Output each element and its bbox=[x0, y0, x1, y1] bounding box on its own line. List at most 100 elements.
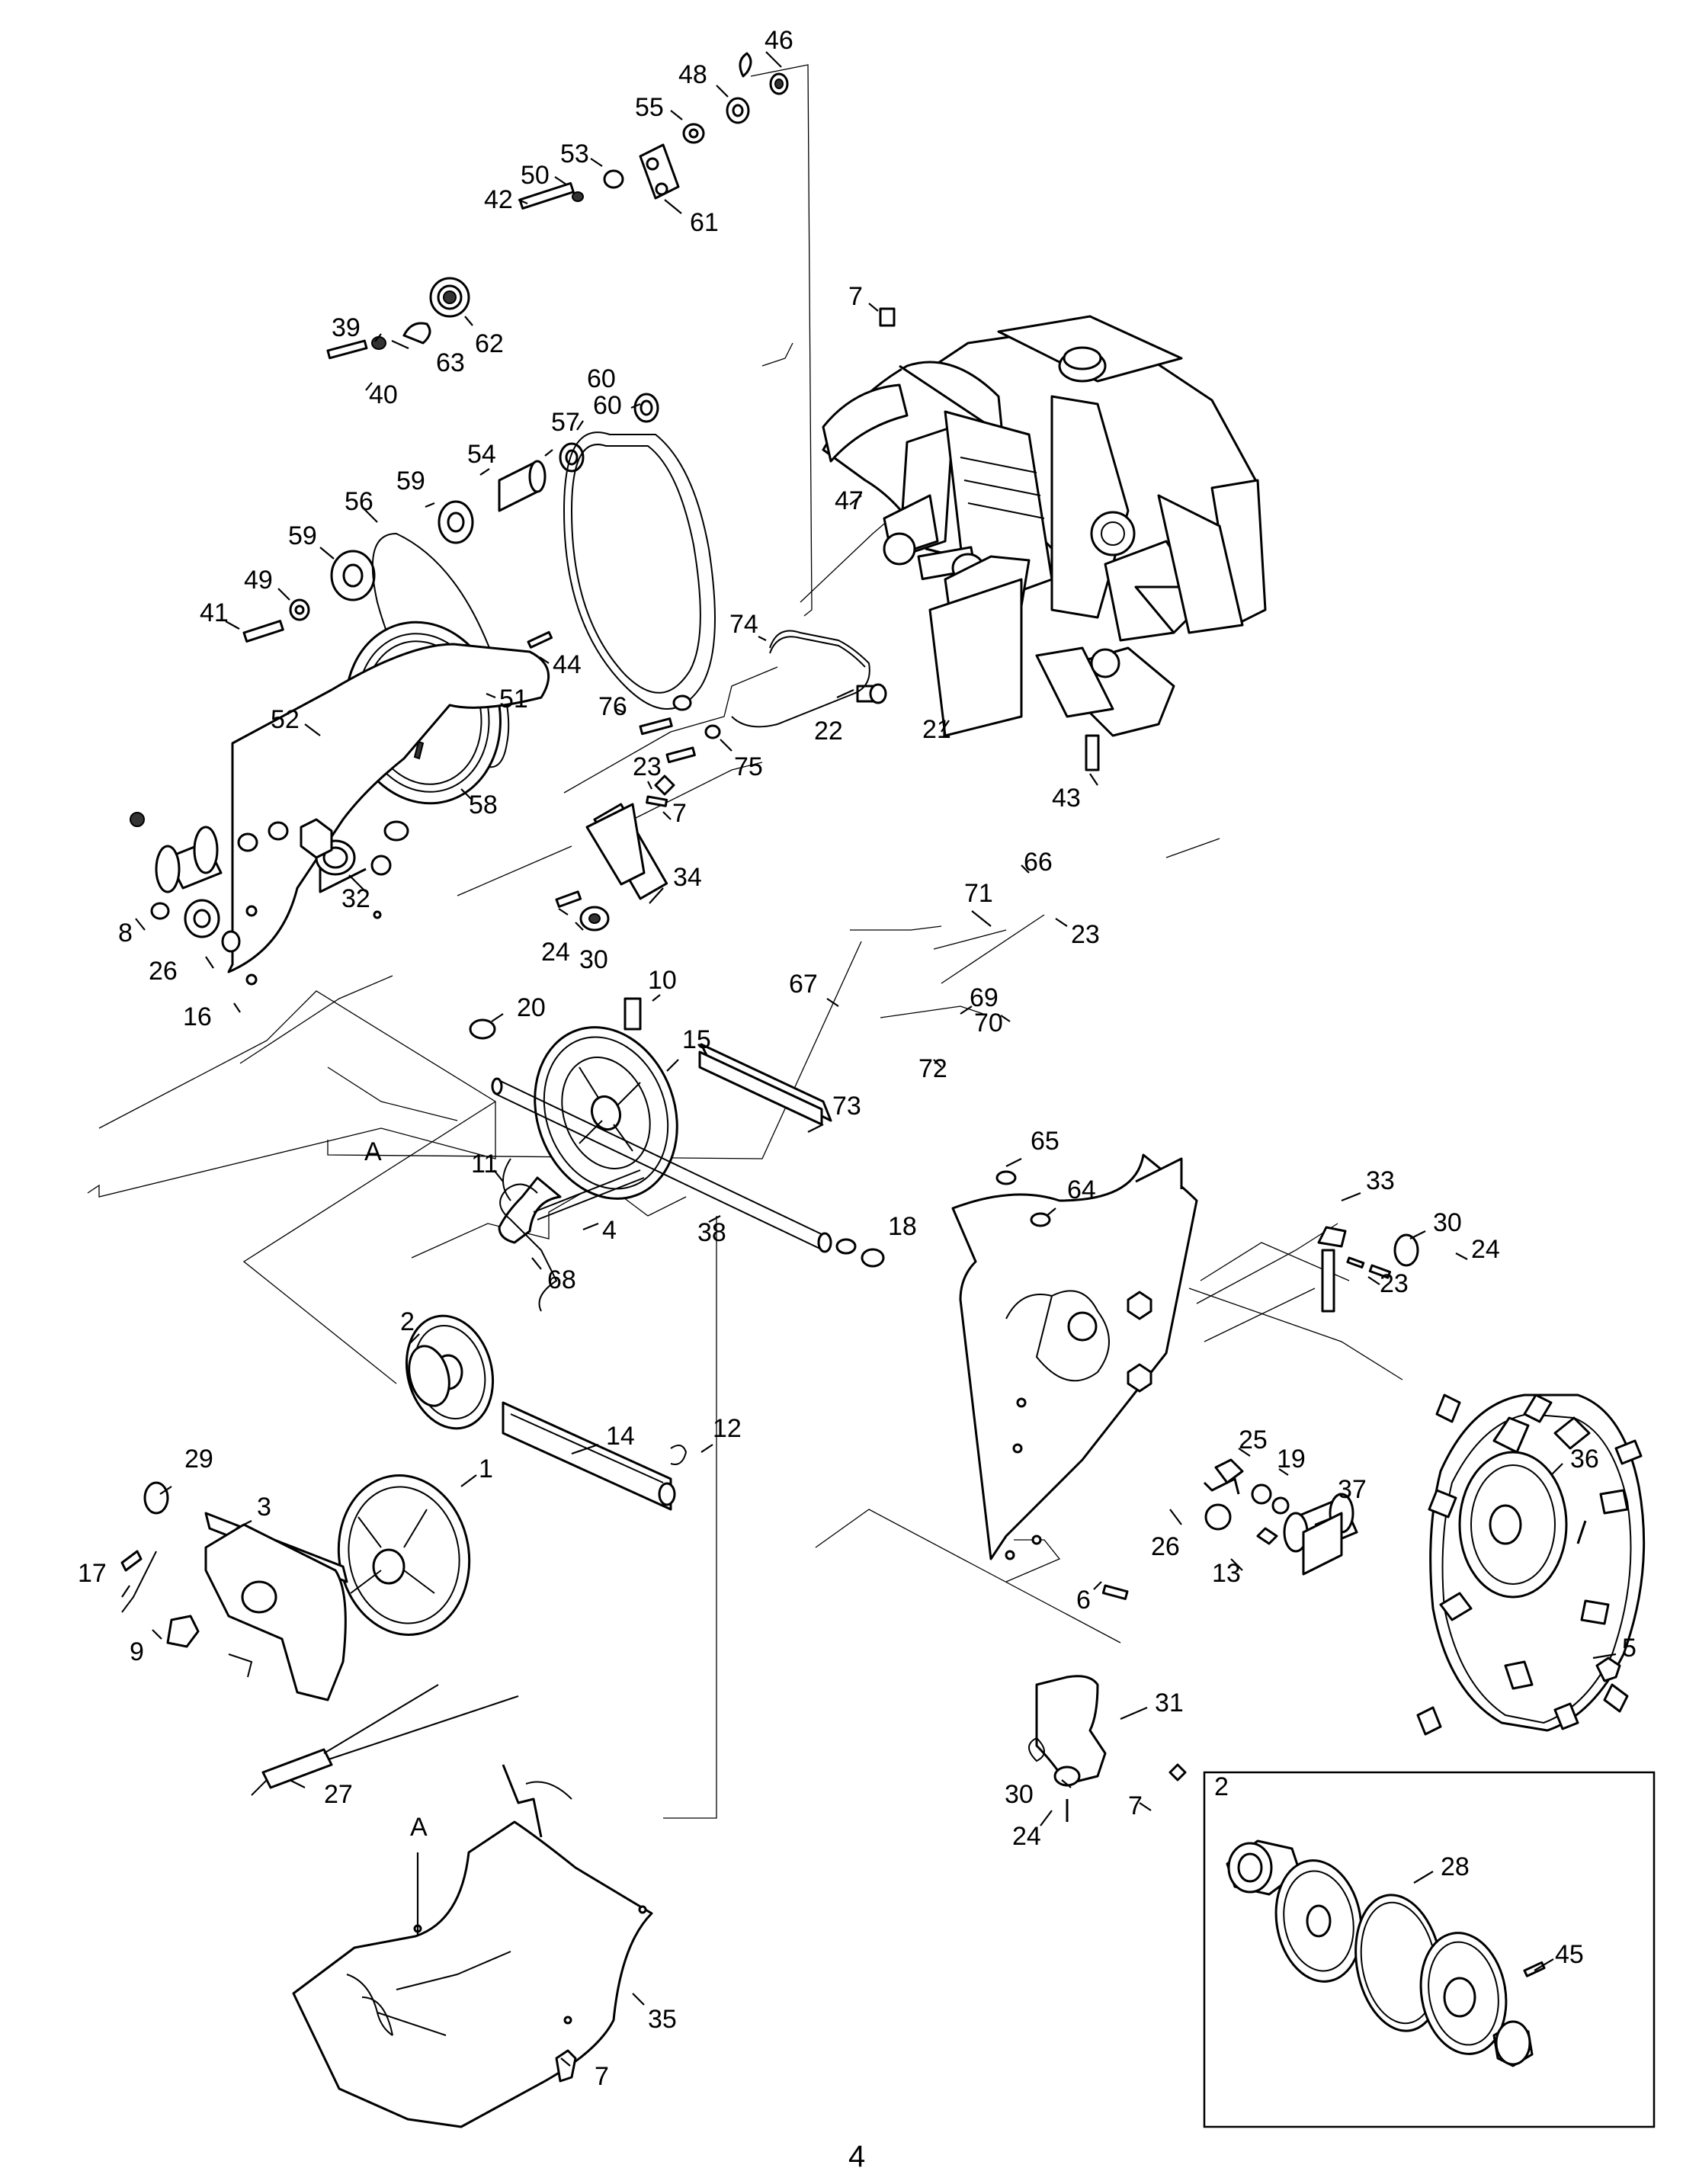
section-marker-a: A bbox=[410, 1813, 428, 1842]
callout-label: 65 bbox=[1031, 1127, 1059, 1156]
callout-label: 24 bbox=[1471, 1235, 1500, 1264]
callout-label: 49 bbox=[244, 566, 273, 595]
callout-label: 59 bbox=[288, 521, 317, 550]
callout-label: 24 bbox=[541, 938, 570, 967]
callout-label: 54 bbox=[467, 440, 496, 469]
callout-label: 23 bbox=[1071, 920, 1100, 949]
page-number: 4 bbox=[848, 2140, 865, 2173]
callout-label: 22 bbox=[814, 717, 843, 746]
callout-label: 16 bbox=[183, 1002, 212, 1031]
callout-label: 4 bbox=[602, 1216, 617, 1245]
callout-label: 48 bbox=[678, 60, 707, 89]
callout-label: 40 bbox=[369, 380, 398, 409]
callout-label: 69 bbox=[970, 983, 999, 1012]
callout-label: 34 bbox=[673, 863, 702, 892]
callout-label: 30 bbox=[579, 945, 608, 974]
callout-label: 67 bbox=[789, 970, 818, 999]
callout-label: 60 bbox=[593, 391, 622, 420]
callout-label: 9 bbox=[130, 1637, 144, 1666]
callout-label: 39 bbox=[332, 313, 361, 342]
callout-labels: 46 48 55 53 50 42 61 7 39 62 40 63 60 57… bbox=[78, 26, 1636, 2173]
callout-label: 47 bbox=[835, 486, 864, 515]
callout-label: 17 bbox=[78, 1559, 107, 1588]
callout-label: 41 bbox=[200, 598, 229, 627]
callout-label: 15 bbox=[682, 1025, 711, 1054]
callout-label: 3 bbox=[257, 1493, 271, 1522]
callout-label: 23 bbox=[1380, 1269, 1409, 1298]
callout-label: 58 bbox=[469, 791, 498, 819]
callout-label: 7 bbox=[848, 282, 863, 311]
callout-label: 33 bbox=[1366, 1166, 1395, 1195]
callout-label: 24 bbox=[1012, 1822, 1041, 1851]
callout-label: 52 bbox=[271, 705, 300, 734]
callout-label: 56 bbox=[345, 487, 373, 516]
inset-frame bbox=[1203, 1771, 1656, 2128]
callout-label: 1 bbox=[479, 1454, 493, 1483]
idler-arm-assembly bbox=[326, 52, 789, 360]
callout-label: 13 bbox=[1212, 1559, 1241, 1588]
callout-label: 12 bbox=[713, 1414, 742, 1443]
callout-label: 55 bbox=[635, 93, 664, 122]
callout-label: 10 bbox=[648, 966, 677, 995]
callout-label: 26 bbox=[1151, 1532, 1180, 1561]
callout-label: 29 bbox=[184, 1445, 213, 1474]
callout-label: 42 bbox=[484, 185, 513, 214]
callout-label: 75 bbox=[734, 752, 763, 781]
callout-label: 62 bbox=[475, 329, 504, 358]
callout-label: 25 bbox=[1239, 1426, 1268, 1454]
engine-assembly bbox=[822, 307, 1267, 771]
callout-label: 53 bbox=[560, 140, 589, 168]
callout-label: 7 bbox=[595, 2062, 609, 2091]
callout-label: 44 bbox=[553, 650, 582, 679]
callout-label: 45 bbox=[1555, 1940, 1584, 1969]
callout-label: 63 bbox=[436, 348, 465, 377]
callout-label: 27 bbox=[324, 1780, 353, 1809]
callout-label: 50 bbox=[521, 161, 550, 190]
callout-label: 57 bbox=[551, 408, 580, 437]
callout-label: 36 bbox=[1570, 1445, 1599, 1474]
callout-label: 72 bbox=[918, 1054, 947, 1083]
callout-label: 32 bbox=[341, 884, 370, 913]
callout-label: 46 bbox=[765, 26, 793, 55]
callout-label: 43 bbox=[1052, 784, 1081, 813]
callout-label: 73 bbox=[832, 1092, 861, 1121]
callout-label: 18 bbox=[888, 1212, 917, 1241]
callout-label: 23 bbox=[633, 752, 662, 781]
callout-label: 59 bbox=[396, 467, 425, 495]
callout-label: 30 bbox=[1433, 1208, 1462, 1237]
section-marker-a: A bbox=[364, 1137, 382, 1166]
callout-label: 2 bbox=[400, 1307, 415, 1336]
callout-label: 11 bbox=[471, 1150, 498, 1179]
callout-label: 37 bbox=[1338, 1475, 1367, 1504]
callout-label: 74 bbox=[729, 610, 758, 639]
callout-label: 71 bbox=[964, 879, 993, 908]
callout-label: 30 bbox=[1005, 1780, 1034, 1809]
callout-label: 5 bbox=[1622, 1634, 1636, 1663]
drive-gear-assembly bbox=[491, 997, 885, 1312]
callout-label: 66 bbox=[1024, 848, 1053, 877]
control-rod-assembly bbox=[639, 630, 870, 764]
callout-leaders bbox=[121, 51, 1617, 2067]
callout-label: 61 bbox=[690, 208, 719, 237]
callout-label: 70 bbox=[974, 1009, 1003, 1037]
wheel-assembly bbox=[1302, 1393, 1646, 1736]
callout-label: 51 bbox=[499, 685, 528, 714]
callout-label: 68 bbox=[547, 1265, 576, 1294]
callout-label: 31 bbox=[1155, 1689, 1184, 1717]
callout-label: 60 bbox=[587, 364, 616, 393]
bottom-plate-assembly bbox=[292, 1764, 653, 2128]
callout-label: 28 bbox=[1441, 1852, 1470, 1881]
callout-label: 19 bbox=[1277, 1445, 1306, 1474]
inset-label: 2 bbox=[1214, 1772, 1229, 1801]
right-side-plate-assembly bbox=[951, 1153, 1419, 1822]
callout-label: 20 bbox=[517, 993, 546, 1022]
inset-detail-2 bbox=[1203, 1771, 1656, 2128]
callout-label: 6 bbox=[1076, 1586, 1091, 1615]
callout-label: 64 bbox=[1067, 1175, 1096, 1204]
callout-label: 35 bbox=[648, 2005, 677, 2034]
assembly-guide-lines bbox=[87, 64, 1403, 1819]
callout-label: 14 bbox=[606, 1422, 635, 1451]
callout-label: 8 bbox=[118, 919, 133, 948]
left-side-plate-assembly bbox=[130, 643, 675, 1040]
